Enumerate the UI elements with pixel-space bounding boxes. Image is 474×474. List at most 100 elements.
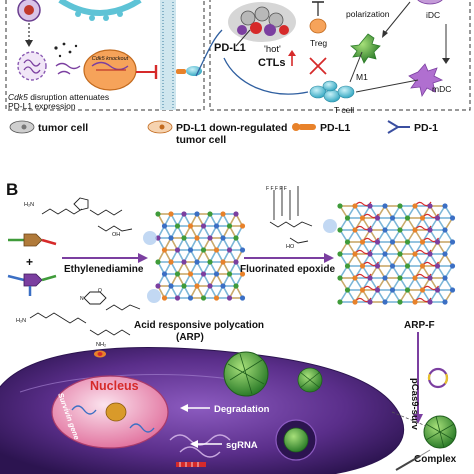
diepoxide-reagent-icon <box>8 233 57 247</box>
network-node <box>200 295 207 301</box>
plasmid-icon <box>427 367 449 389</box>
panel-b-label: B <box>6 180 18 199</box>
network-node <box>382 275 388 281</box>
network-node <box>427 227 433 233</box>
arrowhead <box>324 253 334 263</box>
acid-site-highlights <box>143 231 161 303</box>
hot-label: 'hot' <box>264 44 281 55</box>
network-node <box>397 251 403 257</box>
network-node <box>419 239 426 245</box>
network-node <box>337 299 343 305</box>
amine-reagent-icon <box>7 273 57 296</box>
tumor-entry-arrow <box>195 29 223 77</box>
network-node <box>442 299 448 305</box>
network-node <box>397 275 403 281</box>
legend-pd-l1: PD-L1 <box>320 122 350 134</box>
network-node <box>344 263 351 269</box>
network-node <box>161 247 168 253</box>
network-node <box>194 283 200 289</box>
network-node <box>194 259 200 265</box>
network-node <box>382 227 388 233</box>
tcell-to-tumor-arrow <box>223 57 309 95</box>
network-node <box>174 271 181 277</box>
idc-label: iDC <box>426 10 440 20</box>
panel-a-right-box <box>209 0 471 111</box>
network-node <box>442 227 448 233</box>
network-node <box>181 259 187 265</box>
chem-label-nh2: NH₂ <box>96 342 106 348</box>
pd-l1-binding <box>176 66 202 76</box>
network-node <box>367 203 373 209</box>
network-node <box>200 271 207 277</box>
arrowhead <box>413 414 423 424</box>
network-node <box>427 299 433 305</box>
network-node <box>226 271 233 277</box>
network-node <box>220 235 226 241</box>
network-node <box>352 275 358 281</box>
network-node <box>239 271 246 277</box>
arp-label-line2: (ARP) <box>176 332 204 343</box>
network-node <box>220 283 226 289</box>
network-node <box>359 239 366 245</box>
network-node <box>442 251 448 257</box>
network-node <box>168 211 174 217</box>
mdc-cell <box>408 63 444 98</box>
network-node <box>449 239 456 245</box>
pd-1-icon <box>387 120 410 134</box>
nucleolus <box>105 402 127 422</box>
network-node <box>239 247 246 253</box>
network-node <box>442 275 448 281</box>
polarization-arrow <box>383 1 411 35</box>
chem-label-f: F F F F F <box>266 186 287 192</box>
network-node <box>200 247 207 253</box>
chem-label-h2n: H₂N <box>24 202 34 208</box>
network-node <box>404 215 411 221</box>
network-node <box>213 295 220 301</box>
network-node <box>419 215 426 221</box>
ctls-label: CTLs <box>258 57 286 69</box>
network-node <box>187 223 194 229</box>
legend-pd-1: PD-1 <box>414 122 438 134</box>
network-node <box>412 299 418 305</box>
network-node <box>397 203 403 209</box>
receptor-lollipops <box>75 11 123 21</box>
chem-fluoro-chain <box>269 186 313 244</box>
network-node <box>442 203 448 209</box>
legend-tumor-cell: tumor cell <box>38 122 88 134</box>
arp-label-line1: Acid responsive polycation <box>134 320 264 331</box>
network-node <box>181 211 187 217</box>
legend: tumor cell PD-L1 down-regulated tumor ce… <box>9 120 438 146</box>
network-node <box>161 295 168 301</box>
network-node <box>359 287 366 293</box>
network-node <box>155 259 161 265</box>
network-node <box>187 295 194 301</box>
t-cell-cluster <box>309 80 355 103</box>
arrowhead <box>190 440 198 448</box>
network-node <box>239 223 246 229</box>
pd-l1-pointer <box>235 29 251 47</box>
plus-sign: + <box>26 255 33 269</box>
network-node <box>449 215 456 221</box>
panel-a-left-box <box>5 0 205 111</box>
network-node <box>194 235 200 241</box>
m1-label: M1 <box>356 72 368 82</box>
pcas9-surv-label: pCas9-surv <box>409 378 420 430</box>
network-node <box>181 235 187 241</box>
network-node <box>233 283 239 289</box>
network-node <box>352 251 358 257</box>
network-node <box>233 259 239 265</box>
nanoparticle-icon <box>17 0 41 22</box>
arp-network-right <box>337 201 456 305</box>
network-node <box>382 251 388 257</box>
network-node <box>239 295 246 301</box>
payload-dots <box>54 42 78 58</box>
treg-label: Treg <box>310 38 327 48</box>
chem-label-h2n-2: H₂N <box>16 318 26 324</box>
chem-structure-bottom <box>29 291 141 336</box>
network-node <box>359 215 366 221</box>
network-node <box>359 263 366 269</box>
network-node <box>367 275 373 281</box>
network-node <box>207 283 213 289</box>
network-node <box>168 259 174 265</box>
